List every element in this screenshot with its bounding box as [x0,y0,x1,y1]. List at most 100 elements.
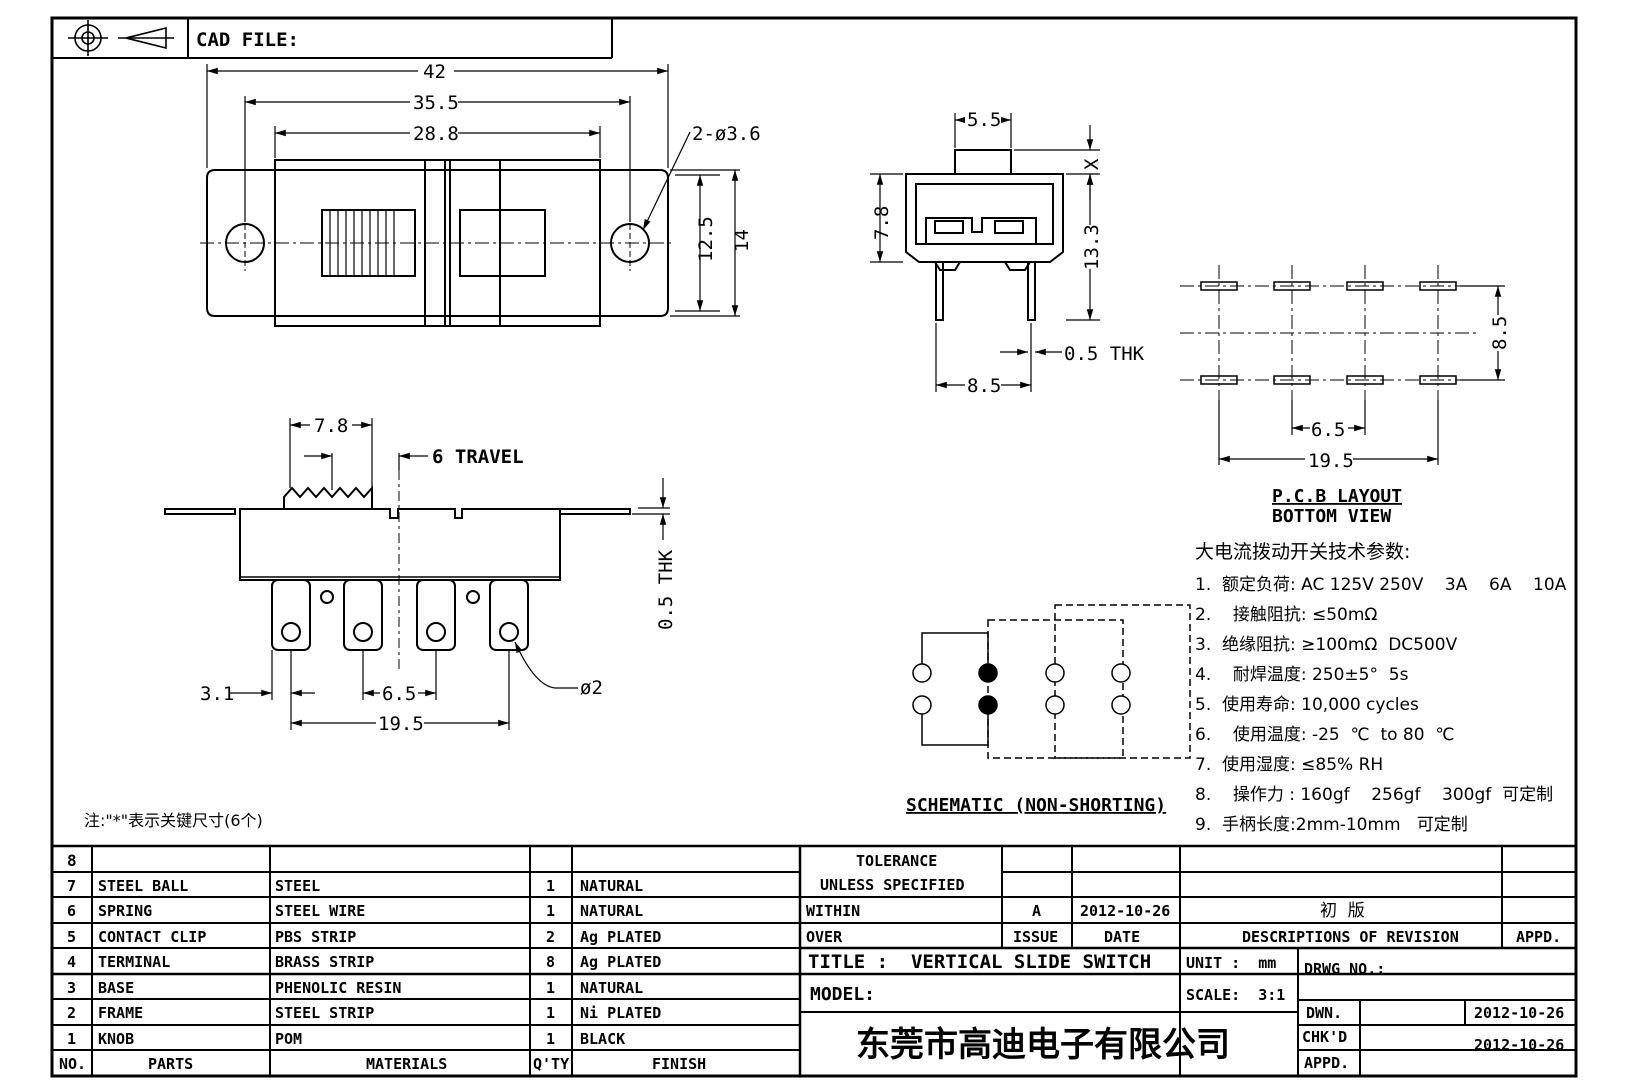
bom-no: 3 [67,979,76,997]
spec-title: 大电流拨动开关技术参数: [1195,541,1410,563]
bom-qty: 1 [546,1030,555,1048]
bom-qty: 2 [546,928,555,946]
pcb-layout [1180,265,1480,400]
schematic-label: SCHEMATIC (NON-SHORTING) [906,795,1166,816]
dim-7-8-front: 7.8 [314,415,348,437]
bom-part: TERMINAL [98,953,170,971]
bom-part: SPRING [98,902,152,920]
table-row: 2 FRAME STEEL STRIP 1 Ni PLATED [67,1004,661,1022]
drawing-title: TITLE : VERTICAL SLIDE SWITCH [808,951,1151,973]
rev-issue: A [1032,902,1041,920]
cad-header: CAD FILE: [52,18,613,59]
bom-material: STEEL [275,877,320,895]
side-view-dims [870,113,1100,392]
bom-qty: 8 [546,953,555,971]
travel-label: 6 TRAVEL [432,446,524,468]
bom-no: 4 [67,953,76,971]
side-view [905,149,1064,321]
bom-no: 5 [67,928,76,946]
bom-no: 6 [67,902,76,920]
bom-no: 7 [67,877,76,895]
tolerance-label: TOLERANCE [856,852,937,870]
top-view [200,159,675,327]
dim-8-5-pcb: 8.5 [1489,316,1511,350]
sheet-border [50,16,1578,1078]
header-no: NO. [59,1055,86,1073]
bom-material: STEEL WIRE [275,902,365,920]
bom-material: BRASS STRIP [275,953,374,971]
table-row: 3 BASE PHENOLIC RESIN 1 NATURAL [67,979,643,997]
bom-material: PBS STRIP [275,928,356,946]
scale-label: SCALE: 3:1 [1186,986,1285,1004]
issue-label: ISSUE [1013,928,1058,946]
title-block: TOLERANCE UNLESS SPECIFIED WITHIN OVER A… [806,852,1564,1072]
table-row: 5 CONTACT CLIP PBS STRIP 2 Ag PLATED [67,928,661,946]
dim-thk-front: 0.5 THK [655,549,677,630]
spec-item: 5. 使用寿命: 10,000 cycles [1195,694,1419,715]
bom-material: POM [275,1030,302,1048]
hole-note: 2-ø3.6 [692,123,761,145]
top-view-dims [206,64,740,317]
dim-35-5: 35.5 [413,92,459,114]
dwn-date: 2012-10-26 [1474,1004,1564,1022]
bom-finish: NATURAL [580,877,643,895]
appd2-label: APPD. [1304,1054,1349,1072]
bom-finish: Ag PLATED [580,928,661,946]
dim-thk-side: 0.5 THK [1064,343,1145,365]
spec-item: 3. 绝缘阻抗: ≥100mΩ DC500V [1195,635,1458,655]
bom-finish: Ni PLATED [580,1004,661,1022]
dim-5-5: 5.5 [967,109,1001,131]
key-dimension-note: 注:"*"表示关键尺寸(6个) [84,811,263,830]
dim-13-3: 13.3 [1081,224,1103,270]
rev-date: 2012-10-26 [1080,902,1170,920]
bom-part: CONTACT CLIP [98,928,206,946]
dim-6-5-front: 6.5 [382,683,416,705]
pcb-title: P.C.B LAYOUT [1272,486,1402,507]
drwg-no-label: DRWG NO.: [1304,960,1385,978]
pin-diameter: ø2 [580,677,603,699]
dim-42: 42 [423,61,446,83]
bom-no: 1 [67,1030,76,1048]
bom-part: BASE [98,979,134,997]
desc-label: DESCRIPTIONS OF REVISION [1242,928,1459,946]
bom-header-row: NO. PARTS MATERIALS Q'TY FINISH [59,1055,706,1073]
spec-item: 1. 额定负荷: AC 125V 250V 3A 6A 10A [1195,575,1567,595]
header-qty: Q'TY [533,1055,569,1073]
dim-6-5-pcb: 6.5 [1311,419,1345,441]
table-row: 4 TERMINAL BRASS STRIP 8 Ag PLATED [67,953,661,971]
dwn-label: DWN. [1306,1004,1342,1022]
appd-label: APPD. [1516,928,1561,946]
table-row: 7 STEEL BALL STEEL 1 NATURAL [67,877,643,895]
spec-item: 6. 使用温度: -25 ℃ to 80 ℃ [1195,724,1454,745]
over-label: OVER [806,928,843,946]
chkd-label: CHK'D [1302,1028,1347,1046]
bom-table: 8 7 STEEL BALL STEEL 1 NATURAL 6 SPRING … [59,851,706,1073]
spec-item: 4. 耐焊温度: 250±5° 5s [1195,665,1409,685]
bom-material: STEEL STRIP [275,1004,374,1022]
bom-qty: 1 [546,877,555,895]
header-materials: MATERIALS [366,1055,447,1073]
dim-28-8: 28.8 [413,123,459,145]
cad-file-label: CAD FILE: [196,29,299,51]
spec-item: 2. 接触阻抗: ≤50mΩ [1195,605,1377,625]
bom-no: 8 [67,851,77,870]
table-row: 1 KNOB POM 1 BLACK [67,1030,625,1048]
unit-label: UNIT : mm [1186,954,1276,972]
bom-qty: 1 [546,902,555,920]
title-block-grid [52,844,1576,1076]
front-view [164,470,631,670]
rev-desc: 初 版 [1320,901,1365,921]
table-row: 8 [67,851,77,870]
within-label: WITHIN [806,902,860,920]
header-finish: FINISH [652,1055,706,1073]
header-parts: PARTS [148,1055,193,1073]
dim-19-5-front: 19.5 [378,713,424,735]
schematic [912,604,1191,759]
bom-finish: NATURAL [580,902,643,920]
bom-part: STEEL BALL [98,877,188,895]
date-label: DATE [1104,928,1140,946]
bom-qty: 1 [546,1004,555,1022]
dim-12-5: 12.5 [695,216,717,262]
bom-finish: NATURAL [580,979,643,997]
